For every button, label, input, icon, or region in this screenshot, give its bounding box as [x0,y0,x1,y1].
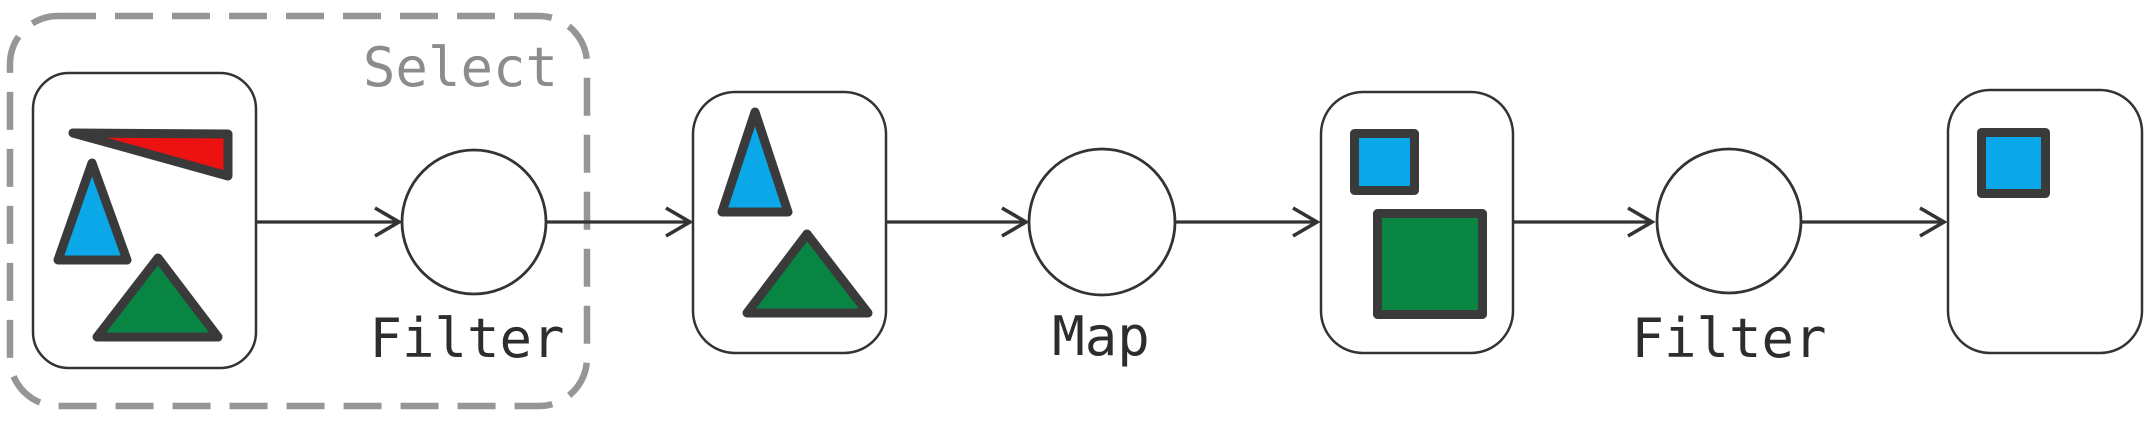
blue-square [1977,128,2050,198]
blue-triangle [717,107,793,217]
blue-triangle [53,158,132,265]
select-group-border [6,12,591,410]
stage-output [1946,88,2144,355]
filter-1-label: Filter [369,307,564,370]
operator-filter-1: Filter [369,148,565,370]
arrow-4-head-icon [1292,206,1321,238]
arrow-6-head-icon [1919,206,1948,238]
arrow-2 [547,206,694,238]
arrow-1-head-icon [374,206,403,238]
arrow-5 [1513,206,1656,238]
stage-input-collection [31,71,258,370]
select-group: Select [6,12,591,410]
map-label: Map [1052,305,1150,368]
arrow-5-head-icon [1627,206,1656,238]
red-triangle [68,128,233,181]
filter-2-circle [1655,147,1803,295]
stage-after-select-filter [691,90,888,355]
blue-square [1350,129,1419,195]
operator-filter-2: Filter [1631,147,1827,370]
filter-2-label: Filter [1631,307,1826,370]
filter-1-circle [400,148,548,296]
operator-map: Map [1027,147,1177,368]
arrow-1 [257,206,403,238]
arrow-3 [886,206,1030,238]
arrow-6 [1801,206,1948,238]
arrow-2-head-icon [665,206,694,238]
green-square [1373,209,1487,319]
map-circle [1027,147,1177,297]
select-group-label: Select [363,36,558,99]
arrow-3-head-icon [1001,206,1030,238]
stage-after-map [1319,90,1515,355]
arrow-4 [1176,206,1321,238]
green-triangle [742,229,873,318]
green-triangle [92,253,223,342]
